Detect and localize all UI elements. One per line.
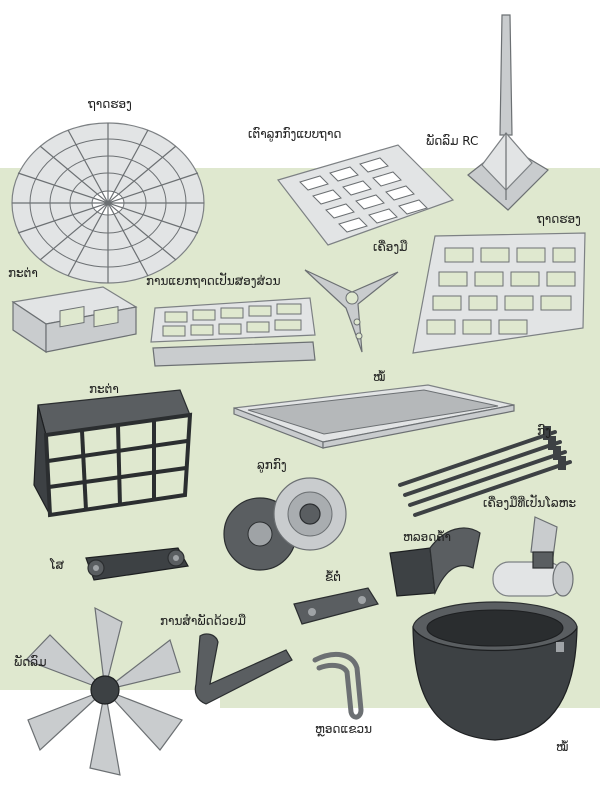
split-tray-image <box>150 297 316 367</box>
right-tray-image <box>412 232 586 354</box>
pan-image <box>233 384 515 449</box>
round-tray-label: ຖາດຮອງ <box>88 97 132 111</box>
fan-arm-part-label: ການສຳພັດດ້ວຍມື <box>160 614 246 628</box>
pan-label: ໝໍ້ <box>373 370 386 384</box>
large-basket-label: ກະຕ່າ <box>89 382 119 396</box>
pot-image <box>412 601 578 741</box>
three-arm-fixture-image <box>304 269 399 353</box>
split-tray-label: ການແຍກຖາດເປັນສອງສ່ວນ <box>146 274 281 288</box>
chain-link-image <box>85 547 189 581</box>
rods-image <box>398 426 572 517</box>
chain-link-label: ໂສ <box>50 558 64 572</box>
metal-tool-label: ເຄື່ອງມືທີ່ເປັນໂລຫະ <box>483 496 577 510</box>
rc-fan-label: ພັດລົມ RC <box>426 134 479 148</box>
hook-loop-image <box>312 651 364 720</box>
metal-tool-image <box>492 516 574 597</box>
rollers-image <box>223 477 347 571</box>
fan-image <box>24 606 183 776</box>
ball-tray-image <box>276 144 455 246</box>
fan-label: ພັດລົມ <box>14 655 47 669</box>
holder-bracket-image <box>389 527 481 597</box>
rollers-label: ລູກກົງ <box>257 458 287 472</box>
rods-label: ກົງ <box>537 424 551 438</box>
small-basket-image <box>11 286 138 354</box>
hook-loop-label: ຫຼອດແຂວນ <box>315 722 373 736</box>
small-basket-label: ກະຕ່າ <box>8 266 38 280</box>
holder-bracket-label: ຫລອດຄ້ຳ <box>403 530 451 544</box>
fan-arm-part-image <box>194 633 293 705</box>
large-basket-image <box>33 389 193 518</box>
link-plate-image <box>293 587 379 625</box>
rc-fan-image <box>467 14 549 211</box>
pot-label: ໝໍ້ <box>556 740 569 754</box>
round-tray-image <box>11 122 205 284</box>
three-arm-fixture-label: ເຄື່ອງມື <box>373 240 408 254</box>
right-tray-label: ຖາດຮອງ <box>537 212 581 226</box>
link-plate-label: ຂໍ້ຕໍ່ <box>325 570 341 584</box>
ball-tray-label: ເຕົາລູກກົງແບບຖາດ <box>248 127 342 141</box>
